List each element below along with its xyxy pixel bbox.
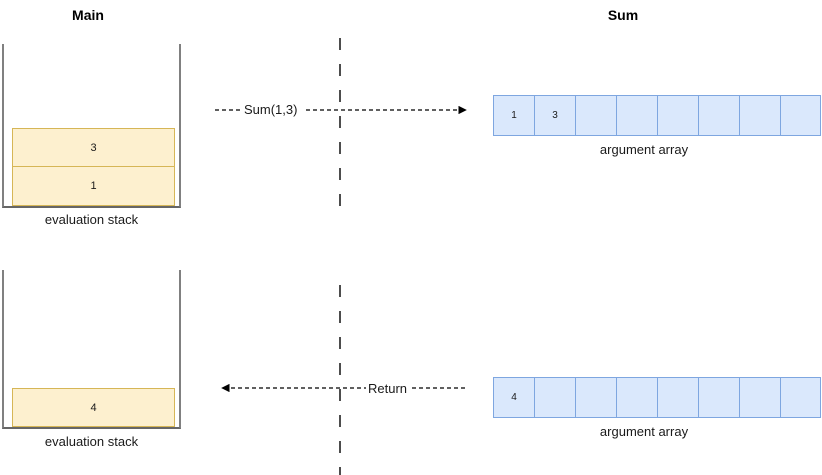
argument-array-call: 1 3	[493, 95, 821, 136]
call-message-label: Sum(1,3)	[242, 102, 300, 117]
array-cell	[698, 377, 739, 418]
array-cell	[780, 377, 821, 418]
array-cell	[575, 95, 616, 136]
stack-cell: 4	[12, 388, 175, 427]
stack-cell: 3	[12, 128, 175, 167]
array-cell	[534, 377, 575, 418]
evaluation-stack-label: evaluation stack	[44, 434, 139, 449]
array-cell: 4	[493, 377, 534, 418]
array-cell	[616, 95, 657, 136]
argument-array-label: argument array	[599, 142, 689, 157]
array-cell	[575, 377, 616, 418]
array-cell: 3	[534, 95, 575, 136]
return-message-label: Return	[366, 381, 410, 396]
column-header-main: Main	[72, 7, 104, 23]
array-cell	[780, 95, 821, 136]
evaluation-stack-call: 3 1	[2, 44, 181, 208]
array-cell	[739, 377, 780, 418]
stack-cell-group: 3 1	[12, 128, 175, 206]
argument-array-return: 4	[493, 377, 821, 418]
array-cell	[657, 377, 698, 418]
stack-cell-group: 4	[12, 388, 175, 427]
stack-cell: 1	[12, 167, 175, 206]
evaluation-stack-return: 4	[2, 270, 181, 429]
array-cell	[616, 377, 657, 418]
argument-array-label: argument array	[599, 424, 689, 439]
array-cell	[739, 95, 780, 136]
array-cell: 1	[493, 95, 534, 136]
column-header-sum: Sum	[607, 7, 639, 23]
evaluation-stack-label: evaluation stack	[44, 212, 139, 227]
array-cell	[657, 95, 698, 136]
array-cell	[698, 95, 739, 136]
